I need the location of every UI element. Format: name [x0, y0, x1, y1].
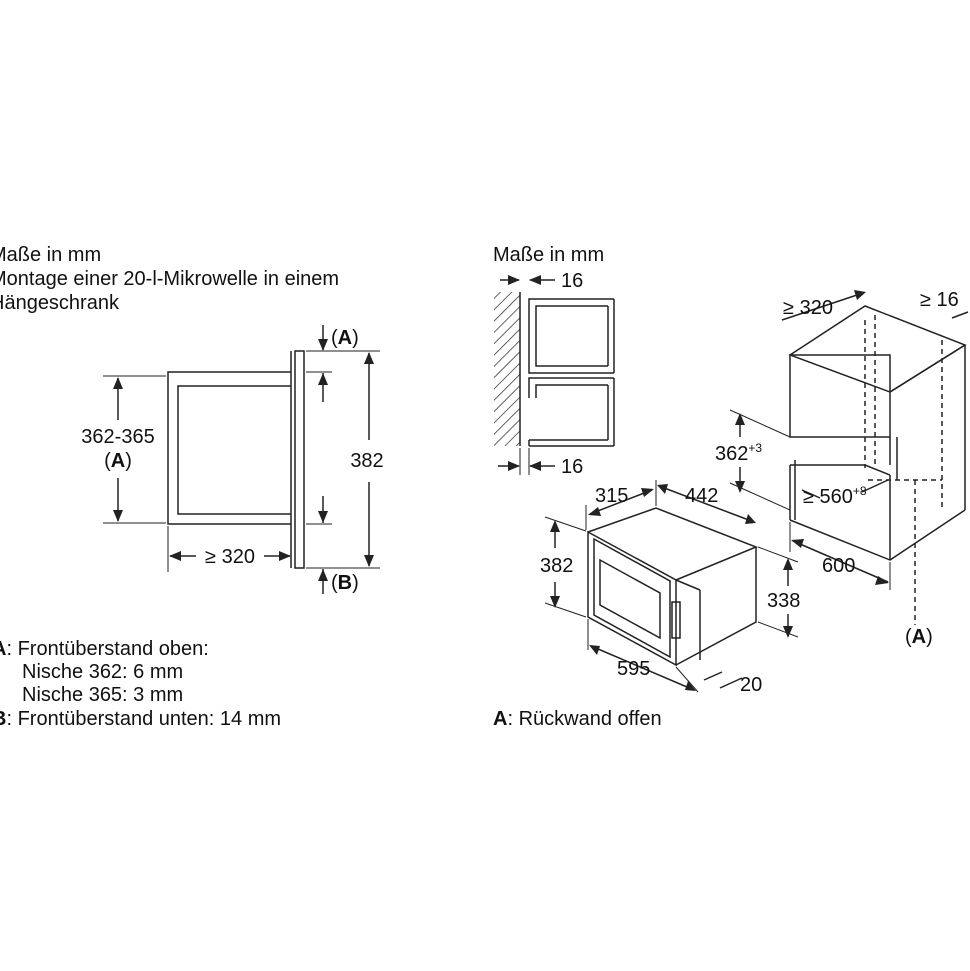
rear-open-ref: (A) — [905, 626, 933, 648]
dim-front-height-label: 382 — [540, 555, 573, 577]
dim-niche-height-iso-label: 362+3 — [715, 441, 762, 465]
dim-appliance-depth-label: 315 — [595, 485, 628, 507]
dim-front-width-label: 595 — [617, 658, 650, 680]
dim-depth — [167, 526, 291, 572]
dim-side-bottom-label: 16 — [561, 456, 583, 478]
dim-front-width — [587, 619, 699, 693]
niche-section-drawing — [167, 350, 305, 569]
cabinet-iso-drawing — [788, 305, 967, 625]
dim-body-height — [757, 546, 799, 638]
dim-side-bottom — [498, 448, 555, 475]
dim-cabinet-depth-label: ≥ 320 — [783, 297, 833, 319]
dim-cabinet-side-label: ≥ 16 — [920, 289, 959, 311]
dim-niche-height — [103, 375, 166, 524]
note-b: B: Frontüberstand unten: 14 mm — [0, 708, 281, 730]
dim-niche-width-label: ≥ 560+8 — [803, 484, 867, 508]
dim-body-width-label: 442 — [685, 485, 718, 507]
left-title-line-1: Maße in mm — [0, 244, 101, 266]
left-notes: A: Frontüberstand oben: Nische 362: 6 mm… — [0, 638, 281, 730]
left-title-line-3: Hängeschrank — [0, 292, 120, 314]
left-panel: Maße in mm Montage einer 20-l-Mikrowelle… — [0, 244, 384, 730]
dim-niche-height-iso — [729, 409, 791, 511]
right-panel: Maße in mm 16 — [493, 244, 969, 730]
dim-niche-height-label: 362-365 — [81, 426, 154, 448]
dim-appliance-depth — [585, 480, 657, 530]
dim-niche-width — [801, 479, 889, 499]
dim-front-offsets — [306, 325, 332, 594]
dim-total-height-label: 382 — [350, 450, 383, 472]
note-a-niche-362: Nische 362: 6 mm — [22, 661, 183, 683]
dim-total-height — [306, 350, 380, 569]
ref-a-label: (A) — [331, 327, 359, 349]
dim-cabinet-width — [789, 522, 891, 590]
side-section-drawing — [494, 292, 615, 447]
right-note: A: Rückwand offen — [493, 708, 662, 730]
dim-side-top — [500, 275, 555, 285]
dim-front-depth — [703, 671, 743, 689]
dim-front-height — [544, 516, 587, 618]
ref-b-label: (B) — [331, 572, 359, 594]
dim-front-depth-label: 20 — [740, 674, 762, 696]
microwave-iso-drawing — [587, 507, 759, 667]
note-a: A: Frontüberstand oben: — [0, 638, 209, 660]
dim-depth-label: ≥ 320 — [205, 546, 255, 568]
dim-body-width — [657, 484, 756, 524]
dim-body-height-label: 338 — [767, 590, 800, 612]
dim-cabinet-depth — [781, 290, 866, 321]
dim-niche-height-ref: (A) — [104, 450, 132, 472]
dim-cabinet-width-label: 600 — [822, 555, 855, 577]
dim-cabinet-side — [951, 311, 969, 319]
right-title: Maße in mm — [493, 244, 604, 266]
note-a-niche-365: Nische 365: 3 mm — [22, 684, 183, 706]
left-title-line-2: Montage einer 20-l-Mikrowelle in einem — [0, 268, 339, 290]
dim-side-top-label: 16 — [561, 270, 583, 292]
